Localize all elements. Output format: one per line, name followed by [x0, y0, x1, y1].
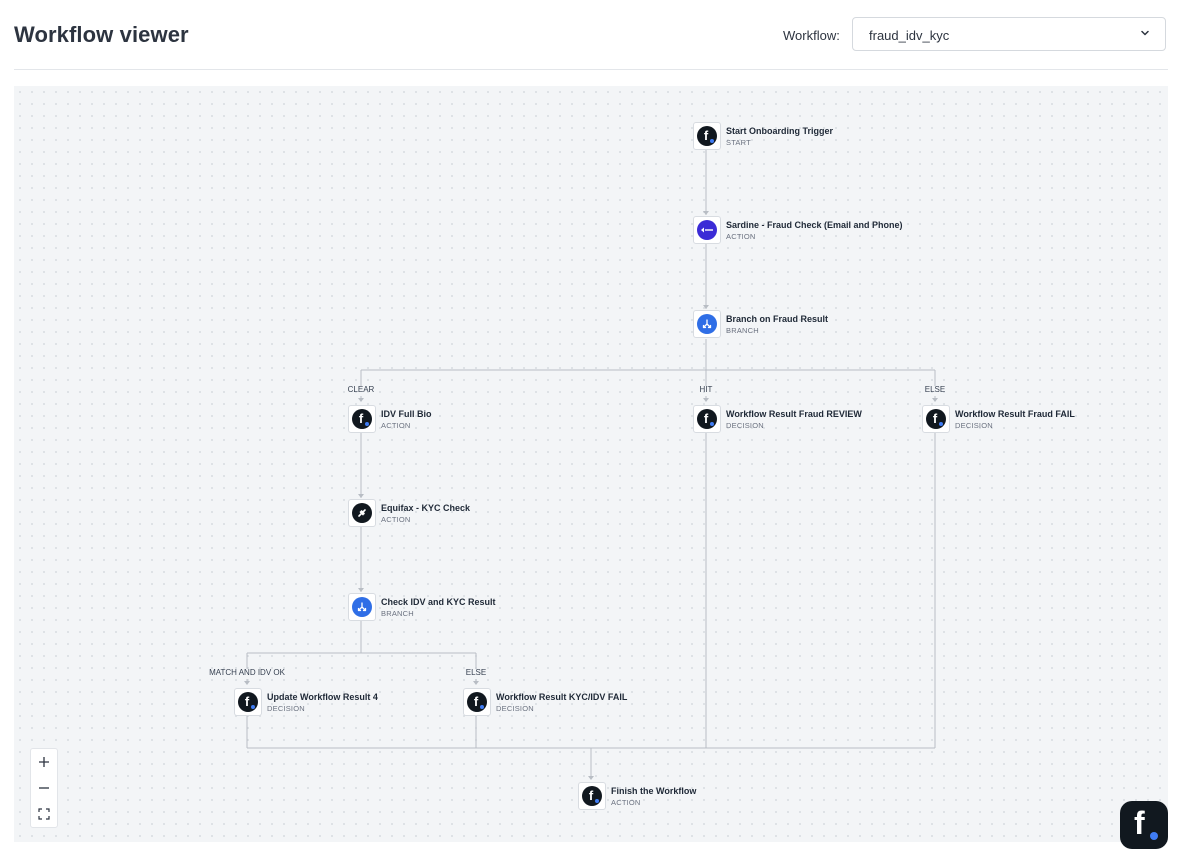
arrow-fail [932, 398, 938, 402]
plus-icon [39, 757, 49, 767]
footprint-brand-button[interactable]: f [1120, 801, 1168, 849]
footprint-logo-icon: f [352, 409, 372, 429]
node-title: IDV Full Bio [381, 409, 432, 419]
arrow-sardine [703, 211, 709, 215]
node-type: DECISION [267, 704, 305, 713]
edge-merge [246, 715, 935, 776]
node-title: Update Workflow Result 4 [267, 692, 378, 702]
page-header: Workflow viewer Workflow: fraud_idv_kyc [0, 0, 1178, 70]
node-type: BRANCH [726, 326, 759, 335]
arrow-branch2 [358, 588, 364, 592]
node-type: ACTION [381, 515, 411, 524]
fit-view-button[interactable] [31, 801, 57, 827]
footprint-logo-icon: f [582, 786, 602, 806]
node-type: START [726, 138, 751, 147]
zoom-controls [30, 748, 58, 828]
workflow-edges [244, 149, 938, 780]
workflow-canvas[interactable]: CLEAR HIT ELSE MATCH AND IDV OK ELSE f S… [14, 86, 1168, 842]
arrow-review [703, 398, 709, 402]
node-title: Branch on Fraud Result [726, 314, 829, 324]
node-title: Check IDV and KYC Result [381, 597, 496, 607]
fit-view-icon [38, 808, 50, 820]
node-title: Equifax - KYC Check [381, 503, 471, 513]
arrow-idv [358, 398, 364, 402]
node-title: Workflow Result KYC/IDV FAIL [496, 692, 628, 702]
workflow-select[interactable]: fraud_idv_kyc [852, 17, 1166, 51]
node-title: Start Onboarding Trigger [726, 126, 834, 136]
footprint-logo-icon: f [697, 409, 717, 429]
workflow-label: Workflow: [783, 28, 840, 43]
minus-icon [39, 787, 49, 789]
chevron-down-icon [1141, 30, 1149, 36]
workflow-select-value: fraud_idv_kyc [869, 28, 950, 43]
node-type: DECISION [726, 421, 764, 430]
header-divider [14, 69, 1168, 70]
node-title: Finish the Workflow [611, 786, 697, 796]
zoom-in-button[interactable] [31, 749, 57, 775]
zoom-out-button[interactable] [31, 775, 57, 801]
node-type: DECISION [955, 421, 993, 430]
sardine-logo-icon [697, 220, 717, 240]
arrow-kycfail [473, 681, 479, 685]
node-type: ACTION [381, 421, 411, 430]
node-title: Workflow Result Fraud FAIL [955, 409, 1075, 419]
node-title: Workflow Result Fraud REVIEW [726, 409, 862, 419]
node-type: BRANCH [381, 609, 414, 618]
node-type: ACTION [726, 232, 756, 241]
page-title: Workflow viewer [14, 22, 189, 47]
footprint-logo-icon: f [926, 409, 946, 429]
arrow-update [244, 681, 250, 685]
footprint-logo-icon: f [467, 692, 487, 712]
footprint-logo-icon: f [697, 126, 717, 146]
edge-branch-split [360, 339, 936, 386]
branch-icon [697, 314, 717, 334]
edge-label-else: ELSE [465, 668, 487, 677]
edge-label-hit: HIT [699, 385, 713, 394]
footprint-logo-icon: f [1134, 805, 1145, 841]
branch-icon [352, 597, 372, 617]
arrow-branch [703, 305, 709, 309]
node-type: DECISION [496, 704, 534, 713]
edge-label-match-and-idv-ok: MATCH AND IDV OK [209, 668, 285, 677]
equifax-plug-icon [352, 503, 372, 523]
arrow-equifax [358, 494, 364, 498]
edge-label-clear: CLEAR [347, 385, 375, 394]
node-type: ACTION [611, 798, 641, 807]
arrow-finish [588, 776, 594, 780]
node-title: Sardine - Fraud Check (Email and Phone) [726, 220, 903, 230]
footprint-logo-icon: f [238, 692, 258, 712]
edge-label-else: ELSE [924, 385, 946, 394]
edge-branch2-split [246, 621, 477, 669]
